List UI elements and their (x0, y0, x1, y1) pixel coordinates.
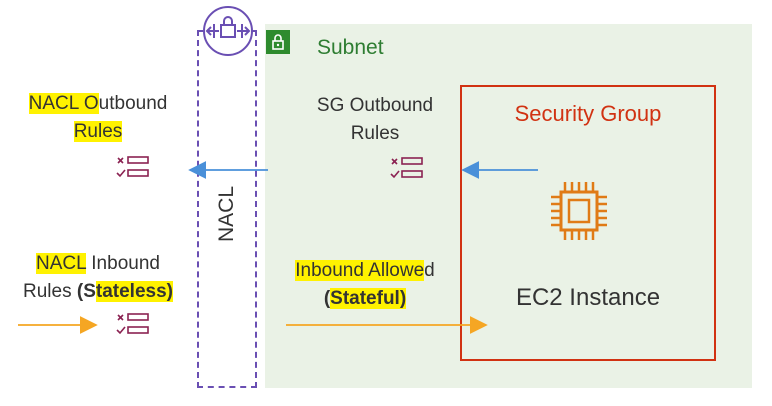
sg-outbound-rules-icon (388, 156, 434, 182)
nacl-outbound-rules-icon (114, 155, 160, 181)
sg-outbound-rules-text: SG Outbound Rules (290, 92, 460, 148)
nacl-inbound-hl: NACL (36, 253, 86, 274)
subnet-label: Subnet (317, 36, 384, 59)
sg-inbound-stateful-open: ( (323, 288, 331, 309)
nacl-inbound-rules-icon (114, 312, 160, 338)
nacl-inbound-rest: Inbound (86, 253, 160, 274)
subnet-lock-icon (266, 30, 290, 54)
ec2-instance-label: EC2 Instance (515, 284, 661, 311)
nacl-outbound-rules: Rules (73, 121, 123, 142)
sg-inbound-rest: d (424, 260, 435, 281)
security-group-label: Security Group (514, 101, 662, 126)
sg-outbound-line1: SG Outbound (316, 95, 434, 116)
sg-inbound-hl: Inbound Allowe (295, 260, 425, 281)
sg-outbound-line2: Rules (350, 123, 400, 144)
sg-inbound-allowed-text: Inbound Allowed (Stateful) (270, 257, 460, 313)
subnet-area (265, 24, 752, 388)
nacl-inbound-stateless-open: (S (76, 281, 96, 302)
nacl-icon (201, 4, 255, 58)
nacl-inbound-stateless: tateless) (95, 281, 173, 302)
nacl-outbound-rest: utbound (98, 93, 168, 114)
nacl-inbound-rules-text: NACL Inbound Rules (Stateless) (0, 250, 196, 306)
nacl-outbound-rules-text: NACL Outbound Rules (0, 90, 196, 146)
sg-inbound-stateful: Stateful) (330, 288, 407, 309)
security-group-boundary (460, 85, 716, 361)
nacl-inbound-rules: Rules (23, 281, 77, 302)
nacl-outbound-hl: NACL O (28, 93, 99, 114)
ec2-chip-icon (548, 178, 610, 244)
